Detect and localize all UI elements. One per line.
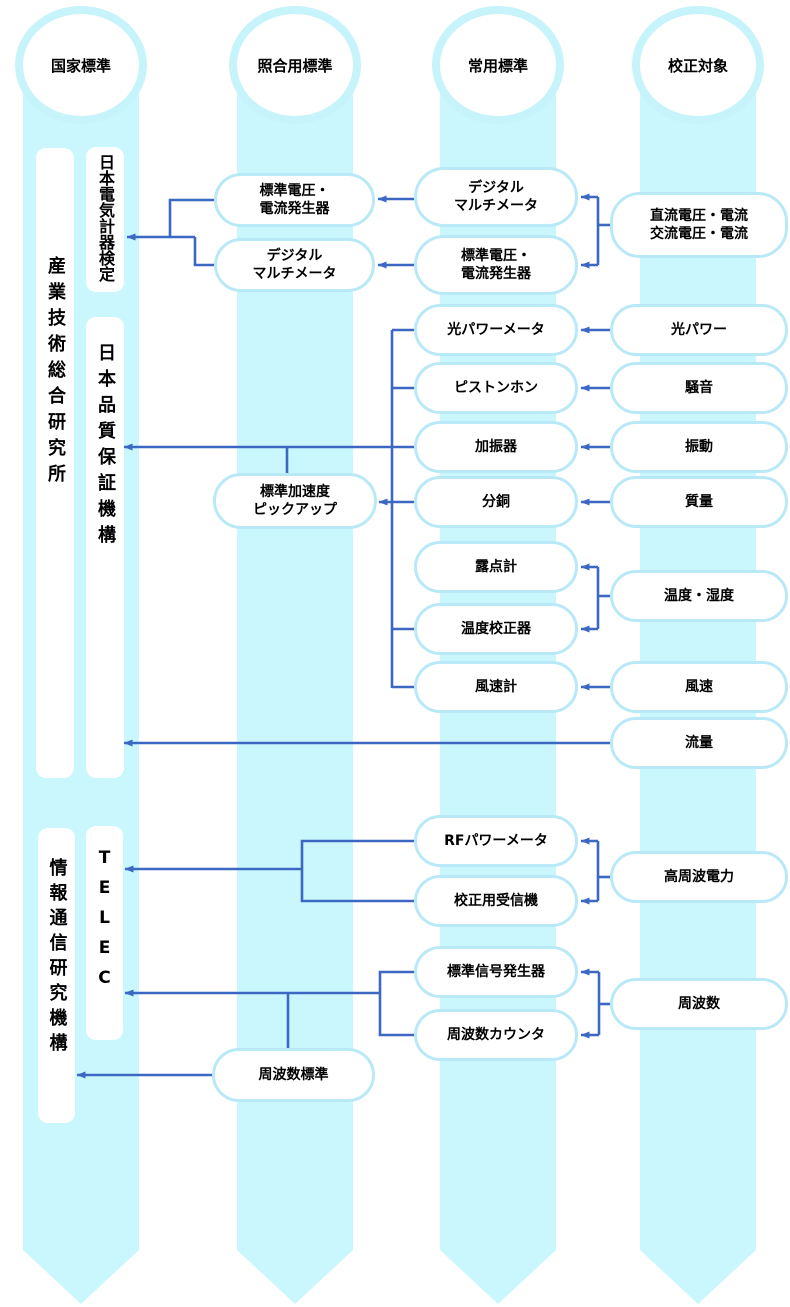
node-target-dc-ac-voltage-current: 直流電圧・電流 交流電圧・電流 <box>610 192 788 258</box>
line-ref-gen-to-junction <box>168 198 214 237</box>
node-label: 振動 <box>685 438 713 455</box>
org-label: 産業技術総合研究所 <box>45 256 66 490</box>
node-label: デジタル <box>468 179 524 196</box>
node-work-weight: 分銅 <box>414 476 578 528</box>
org-jemic: 日本電気計器検定 <box>86 147 124 292</box>
node-label: 温度・湿度 <box>664 587 734 604</box>
node-work-digital-multimeter: デジタル マルチメータ <box>414 167 578 227</box>
node-label: マルチメータ <box>252 266 337 282</box>
node-label: 電流発生器 <box>259 201 330 217</box>
node-label: 露点計 <box>475 558 517 575</box>
node-work-calibration-receiver: 校正用受信機 <box>414 875 578 927</box>
node-label: 光パワー <box>671 321 727 338</box>
node-label: 光パワーメータ <box>447 321 545 338</box>
org-aist: 産業技術総合研究所 <box>36 148 74 778</box>
node-label: 風速 <box>685 678 713 695</box>
node-label: 分銅 <box>482 493 510 510</box>
node-label: 高周波電力 <box>664 868 734 885</box>
node-label: 校正用受信機 <box>454 892 538 909</box>
node-target-flow-rate: 流量 <box>610 717 788 769</box>
org-telec: TELEC <box>86 826 123 1040</box>
node-ref-voltage-current-generator: 標準電圧・ 電流発生器 <box>214 173 375 227</box>
node-label: 電流発生器 <box>461 266 531 282</box>
node-ref-standard-accelerometer-pickup: 標準加速度 ピックアップ <box>213 473 377 529</box>
node-label: 風速計 <box>475 678 517 695</box>
node-work-temperature-calibrator: 温度校正器 <box>414 603 578 655</box>
node-label: 周波数標準 <box>258 1066 329 1083</box>
node-label: RFパワーメータ <box>444 832 548 849</box>
node-label: 交流電圧・電流 <box>650 226 748 242</box>
node-label: 標準電圧・ <box>461 247 531 264</box>
column-header-national-standard: 国家標準 <box>15 6 147 124</box>
column-header-label: 国家標準 <box>50 56 111 75</box>
column-header-label: 常用標準 <box>467 56 528 75</box>
column-header-reference-standard: 照合用標準 <box>229 6 361 124</box>
column-header-label: 照合用標準 <box>257 56 333 75</box>
node-target-optical-power: 光パワー <box>610 304 788 356</box>
node-ref-digital-multimeter: デジタル マルチメータ <box>214 238 375 292</box>
line-ref-dmm-to-junction <box>193 237 214 267</box>
node-work-anemometer: 風速計 <box>414 661 578 713</box>
node-work-optical-power-meter: 光パワーメータ <box>414 304 578 356</box>
node-target-temperature-humidity: 温度・湿度 <box>610 570 788 622</box>
node-target-wind-speed: 風速 <box>610 661 788 713</box>
node-work-dew-point-meter: 露点計 <box>414 541 578 593</box>
node-work-voltage-current-generator: 標準電圧・ 電流発生器 <box>414 235 578 295</box>
node-label: 標準信号発生器 <box>447 963 545 980</box>
column-header-calibration-target: 校正対象 <box>632 6 764 124</box>
node-target-mass: 質量 <box>610 476 788 528</box>
org-label: 日本電気計器検定 <box>96 154 115 282</box>
node-label: マルチメータ <box>454 198 538 214</box>
node-work-frequency-counter: 周波数カウンタ <box>414 1009 578 1061</box>
node-label: 周波数 <box>678 995 720 1012</box>
node-ref-frequency-standard: 周波数標準 <box>212 1048 375 1102</box>
node-label: 加振器 <box>475 438 517 455</box>
node-label: 標準加速度 <box>260 483 330 500</box>
node-label: 質量 <box>685 493 713 510</box>
node-work-rf-power-meter: RFパワーメータ <box>414 815 578 867</box>
node-work-pistonphone: ピストンホン <box>414 362 578 414</box>
node-target-noise: 騒音 <box>610 362 788 414</box>
org-nict: 情報通信研究機構 <box>38 828 75 1123</box>
node-label: 温度校正器 <box>461 620 531 637</box>
org-label: TELEC <box>94 848 115 998</box>
node-work-shaker: 加振器 <box>414 421 578 473</box>
org-label: 情報通信研究機構 <box>46 858 68 1058</box>
node-label: 標準電圧・ <box>259 182 330 199</box>
node-label: ピストンホン <box>454 379 538 396</box>
node-label: 騒音 <box>685 379 713 396</box>
column-header-label: 校正対象 <box>667 56 728 75</box>
org-label: 日本品質保証機構 <box>95 343 116 551</box>
node-work-standard-signal-generator: 標準信号発生器 <box>414 946 578 998</box>
node-label: ピックアップ <box>253 502 337 518</box>
node-target-rf-power: 高周波電力 <box>610 851 788 903</box>
node-target-vibration: 振動 <box>610 421 788 473</box>
node-label: 周波数カウンタ <box>447 1026 545 1043</box>
line-freq-pair-bracket <box>378 970 414 1037</box>
column-header-working-standard: 常用標準 <box>432 6 564 124</box>
node-target-frequency: 周波数 <box>610 978 788 1030</box>
node-label: 流量 <box>685 734 713 751</box>
node-label: 直流電圧・電流 <box>650 207 748 224</box>
node-label: デジタル <box>266 247 323 264</box>
org-jqa: 日本品質保証機構 <box>86 317 124 778</box>
